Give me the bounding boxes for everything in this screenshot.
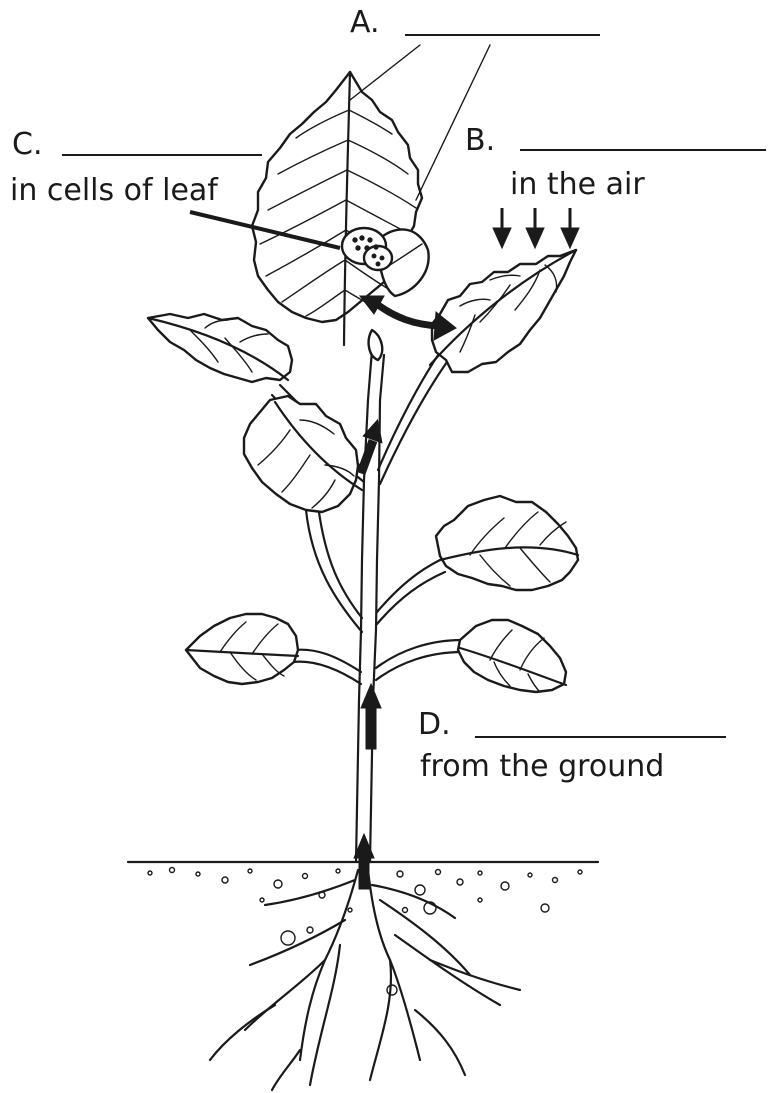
lower-right-leaf <box>458 620 566 692</box>
lower-left-leaf <box>186 614 298 684</box>
label-c-letter: C. <box>12 130 42 160</box>
air-arrows <box>493 208 579 248</box>
upper-right-leaf <box>430 250 576 372</box>
label-b-caption: in the air <box>510 170 645 200</box>
middle-right-leaf <box>436 496 578 590</box>
label-c-caption: in cells of leaf <box>10 176 218 206</box>
label-lines <box>62 35 766 737</box>
label-a-letter: A. <box>350 8 380 38</box>
label-d-caption: from the ground <box>420 752 664 782</box>
upper-left-leaf <box>148 314 292 382</box>
branches <box>272 345 462 684</box>
stem <box>356 350 384 862</box>
middle-left-leaf <box>244 396 362 512</box>
roots <box>210 870 520 1090</box>
label-b-letter: B. <box>465 126 495 156</box>
top-leaf <box>252 72 422 345</box>
label-d-letter: D. <box>418 710 451 740</box>
label-a-leader-1 <box>350 45 420 100</box>
